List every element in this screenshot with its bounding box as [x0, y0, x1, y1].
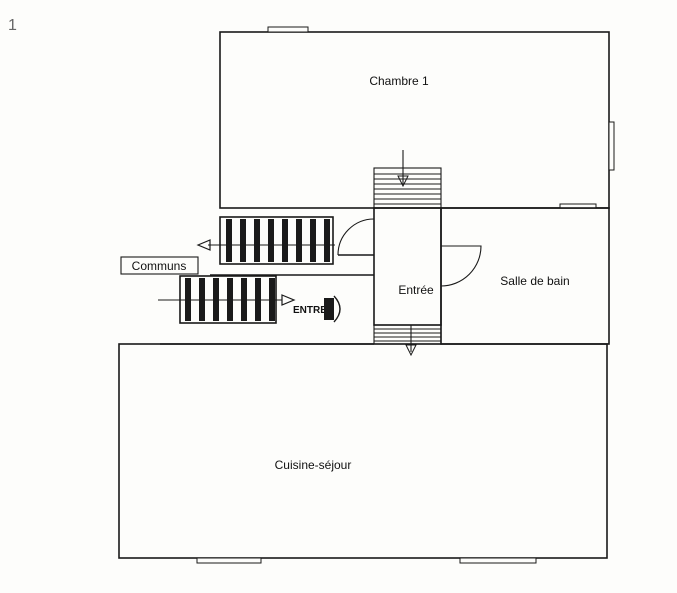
room-entree: Entrée — [373, 207, 442, 326]
entrance-door-icon — [324, 298, 334, 320]
communs-stairs-lower — [158, 275, 296, 324]
room-label-cuisine: Cuisine-séjour — [275, 458, 352, 472]
door-hall-upper — [337, 218, 375, 256]
room-cuisine-sejour: Cuisine-séjour — [118, 343, 608, 559]
room-chambre-1: Chambre 1 — [219, 31, 610, 209]
room-salle-de-bain: Salle de bain — [440, 207, 610, 345]
communs-label: Communs — [120, 256, 199, 275]
window-cuisine-right — [459, 557, 537, 564]
window-cuisine-left — [196, 557, 262, 564]
window-chambre-top — [267, 26, 309, 33]
stairs-bottom — [373, 324, 442, 357]
room-label-entree: Entrée — [398, 283, 434, 297]
entrance-label: ENTREE — [293, 305, 334, 316]
page-number: 1 — [8, 17, 17, 34]
communs-stairs-upper — [196, 216, 335, 265]
window-chambre-right — [608, 121, 615, 171]
room-label-salle-de-bain: Salle de bain — [500, 274, 569, 288]
entrance-marker: ENTREE — [293, 295, 341, 323]
door-salle-de-bain — [440, 245, 482, 287]
room-label-chambre: Chambre 1 — [369, 74, 429, 88]
stairs-top — [373, 150, 442, 209]
communs-text: Communs — [132, 259, 187, 273]
